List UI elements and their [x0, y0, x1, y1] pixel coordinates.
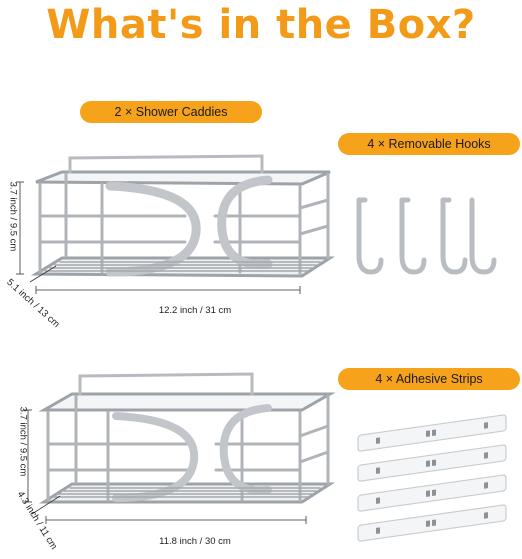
label-adhesive-strips: 4 × Adhesive Strips — [338, 368, 520, 390]
label-removable-hooks: 4 × Removable Hooks — [338, 133, 520, 155]
removable-hooks — [356, 197, 497, 275]
page-title: What's in the Box? — [46, 2, 476, 48]
caddy-large-height: 3.7 inch / 9.5 cm — [7, 181, 19, 252]
adhesive-strips — [357, 414, 507, 542]
shower-caddy-large — [16, 154, 336, 294]
shower-caddy-small — [24, 372, 336, 524]
hook-icon — [440, 197, 468, 275]
caddy-small-width: 11.8 inch / 30 cm — [159, 536, 231, 547]
hook-icon — [399, 197, 427, 275]
adhesive-strip-icon — [357, 504, 507, 542]
label-shower-caddies: 2 × Shower Caddies — [80, 101, 262, 123]
adhesive-strip-icon — [357, 414, 507, 452]
caddy-small-height: 3.7 inch / 9.5 cm — [17, 406, 29, 477]
hook-icon — [469, 197, 497, 275]
adhesive-strip-icon — [357, 474, 507, 512]
hook-icon — [356, 197, 384, 275]
adhesive-strip-icon — [357, 444, 507, 482]
caddy-large-width: 12.2 inch / 31 cm — [158, 305, 232, 316]
